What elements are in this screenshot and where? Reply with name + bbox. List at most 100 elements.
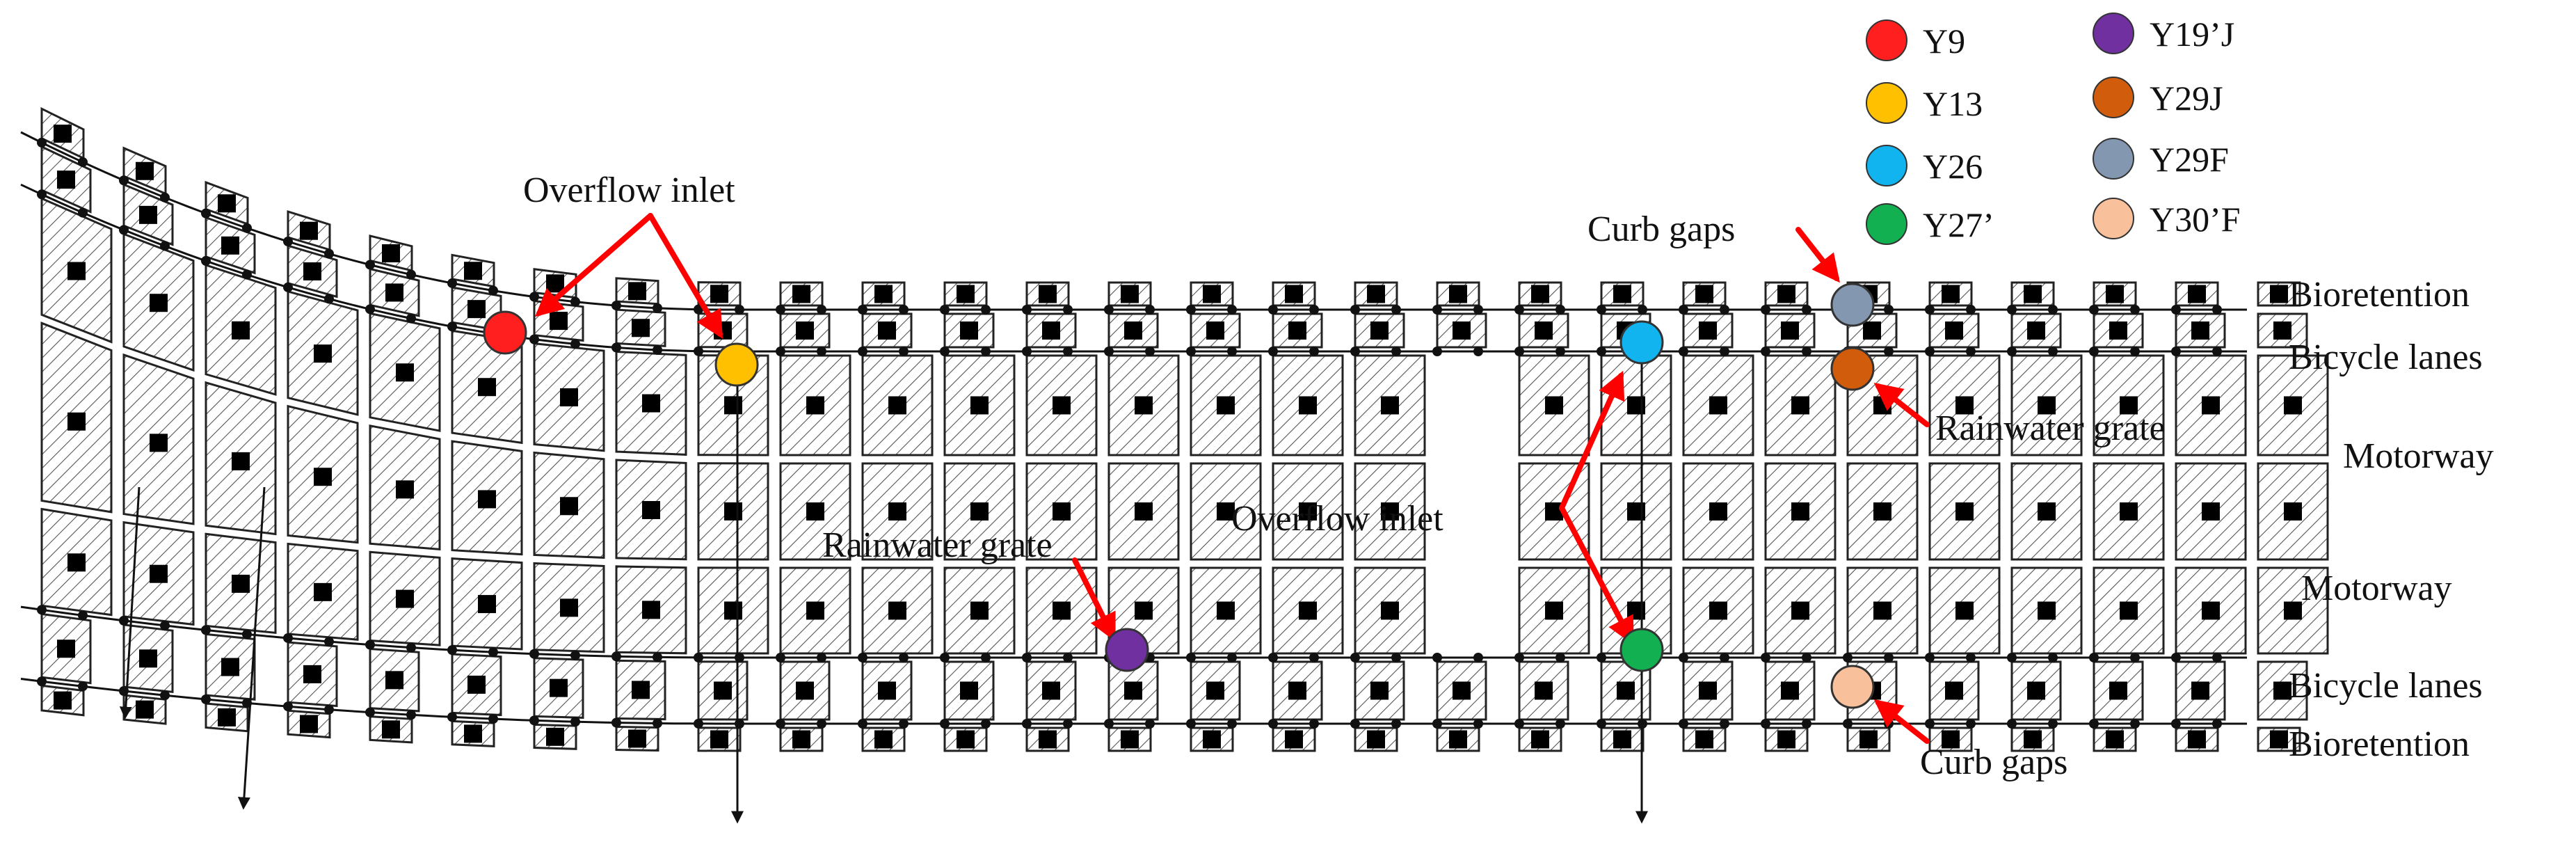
label-overflow-inlet-left: Overflow inlet: [523, 170, 735, 210]
zone-label-bottom-bicycle-lanes: Bicycle lanes: [2289, 666, 2483, 706]
junction-node: [1555, 719, 1565, 729]
subcatchment-centroid: [2027, 681, 2045, 700]
subcatchment-centroid: [1945, 321, 1963, 340]
subcatchment-centroid: [1873, 502, 1891, 521]
subcatchment-centroid: [1449, 285, 1467, 303]
subcatchment-centroid: [139, 205, 157, 224]
junction-node: [2171, 719, 2181, 729]
junction-node: [2089, 719, 2099, 729]
junction-node: [1145, 347, 1155, 356]
junction-node: [858, 305, 867, 315]
annotation-arrow: [1873, 383, 1930, 427]
subcatchment-centroid: [136, 161, 154, 180]
subcatchment-centroid: [960, 681, 978, 700]
subcatchment-centroid: [1873, 601, 1891, 620]
junction-node: [1309, 305, 1319, 315]
subcatchment-centroid: [1859, 730, 1878, 749]
junction-node: [283, 701, 293, 712]
junction-node: [1186, 653, 1196, 662]
subcatchment-centroid: [1777, 285, 1795, 303]
junction-node: [2130, 347, 2140, 356]
subcatchment-centroid: [1135, 601, 1153, 620]
junction-node: [1432, 653, 1442, 662]
monitoring-node-y26: [1619, 320, 1664, 365]
subcatchment-centroid: [2202, 601, 2220, 620]
subcatchment-centroid: [2284, 601, 2302, 620]
junction-node: [1679, 347, 1688, 356]
junction-node: [119, 225, 129, 235]
junction-node: [2212, 305, 2222, 315]
junction-node: [1145, 305, 1155, 315]
junction-node: [817, 347, 826, 356]
subcatchment-centroid: [1709, 502, 1727, 521]
junction-node: [1350, 305, 1360, 315]
subcatchment-centroid: [2120, 601, 2138, 620]
subcatchment-centroid: [1942, 730, 1960, 749]
junction-node: [160, 192, 170, 202]
subcatchment-centroid: [710, 285, 728, 303]
junction-node: [1227, 653, 1237, 662]
subcatchment-centroid: [1121, 730, 1139, 749]
junction-node: [283, 633, 293, 643]
junction-node: [1063, 653, 1073, 662]
junction-node: [365, 640, 375, 650]
subcatchment-centroid: [806, 396, 824, 415]
junction-node: [981, 305, 991, 315]
label-rainwater-grate-left: Rainwater grate: [822, 525, 1053, 565]
junction-node: [899, 347, 909, 356]
junction-node: [776, 653, 785, 662]
junction-node: [2130, 305, 2140, 315]
junction-node: [981, 347, 991, 356]
legend-swatch-y27: [1866, 203, 1907, 245]
monitoring-node-y27: [1619, 628, 1664, 672]
legend-swatch-y29j: [2093, 77, 2134, 118]
subcatchment-centroid: [1121, 285, 1139, 303]
subcatchment-centroid: [54, 691, 72, 710]
junction-node: [1555, 305, 1565, 315]
junction-node: [1597, 719, 1606, 729]
junction-node: [1843, 653, 1853, 662]
junction-node: [1966, 305, 1976, 315]
subcatchment-centroid: [546, 727, 564, 746]
outfall-arrow: [237, 486, 266, 810]
subcatchment-centroid: [1955, 601, 1974, 620]
junction-node: [1104, 305, 1114, 315]
subcatchment-centroid: [2038, 502, 2056, 521]
junction-node: [1514, 719, 1524, 729]
junction-node: [653, 652, 662, 662]
junction-node: [1720, 305, 1729, 315]
subcatchment-centroid: [1285, 285, 1303, 303]
subcatchment-centroid: [960, 321, 978, 340]
outfall-arrows: [119, 362, 1648, 824]
legend-label-y9: Y9: [1923, 22, 1965, 61]
subcatchment-centroid: [550, 678, 568, 697]
subcatchment-centroid: [560, 497, 578, 516]
junction-node: [1597, 305, 1606, 315]
subcatchment-centroid: [396, 363, 414, 382]
annotation-arrow: [1559, 370, 1625, 511]
junction-node: [78, 610, 88, 621]
subcatchment-centroid: [1453, 321, 1471, 340]
junction-node: [1104, 719, 1114, 729]
subcatchment-centroid: [642, 601, 660, 619]
junction-node: [1063, 347, 1073, 356]
subcatchment-centroid: [1288, 681, 1306, 700]
junction-node: [1843, 719, 1853, 729]
junction-node: [201, 255, 211, 266]
junction-node: [1966, 719, 1976, 729]
subcatchment-centroid: [888, 502, 906, 521]
subcatchment-centroid: [710, 730, 728, 749]
junction-node: [2171, 653, 2181, 662]
subcatchment-centroid: [2191, 681, 2209, 700]
subcatchment-centroid: [2024, 285, 2042, 303]
junction-node: [2212, 719, 2222, 729]
subcatchment-centroid: [2106, 285, 2124, 303]
subcatchment-centroid: [642, 501, 660, 520]
subcatchment-centroid: [221, 236, 239, 255]
junction-node: [529, 292, 539, 302]
subcatchment-centroid: [628, 282, 646, 301]
subcatchment-centroid: [1695, 285, 1713, 303]
annotation-arrow: [1873, 699, 1930, 744]
subcatchment-centroid: [957, 730, 975, 749]
subcatchment-centroid: [57, 170, 75, 189]
